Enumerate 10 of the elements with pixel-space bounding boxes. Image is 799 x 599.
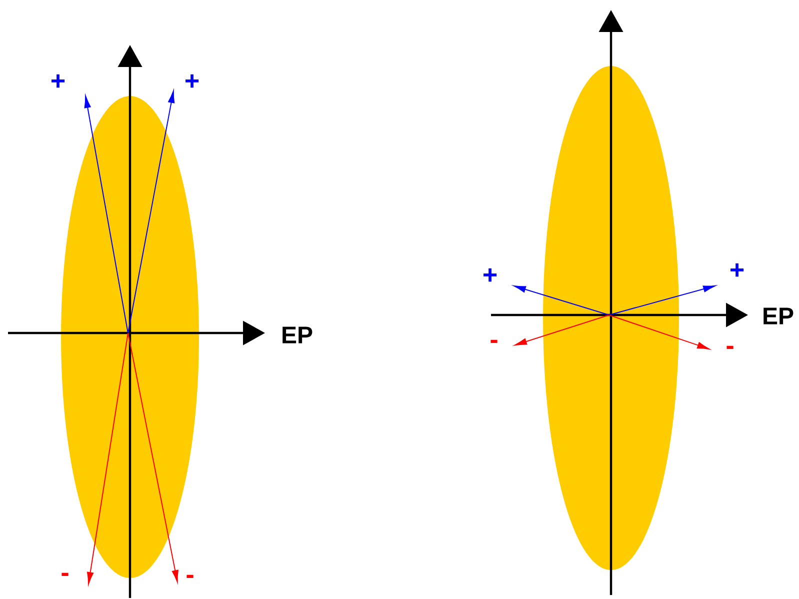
- sign-label: -: [62, 572, 68, 576]
- axis-label: EP: [282, 326, 312, 344]
- sign-label: -: [490, 340, 498, 343]
- sign-label: +: [730, 263, 744, 277]
- sign-label: +: [52, 74, 65, 88]
- sign-label: -: [186, 574, 194, 578]
- axis-label: EP: [764, 308, 794, 324]
- sign-label: +: [186, 74, 199, 88]
- sign-label: -: [726, 346, 734, 349]
- sign-label: +: [484, 268, 497, 282]
